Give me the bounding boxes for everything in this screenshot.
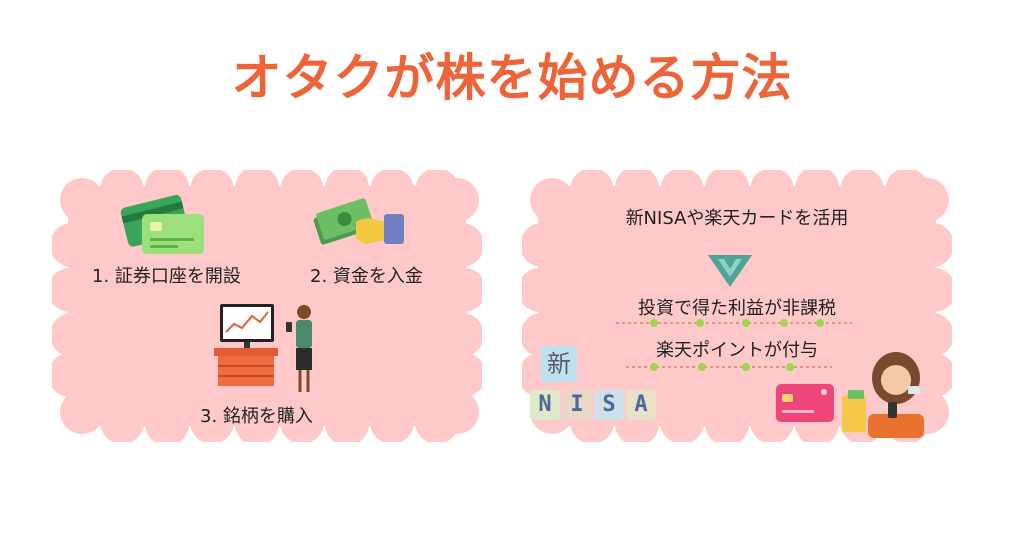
nisa-letter: I: [562, 390, 592, 420]
nisa-panel: [522, 170, 952, 442]
benefit-1: 投資で得た利益が非課税: [638, 298, 836, 319]
dotted-divider: [626, 363, 832, 371]
trader-desk-icon: [214, 304, 312, 392]
credit-cards-icon: [120, 194, 204, 254]
dotted-divider: [616, 319, 852, 327]
step-1-label: 1. 証券口座を開設: [92, 266, 241, 287]
panel-background: [522, 170, 952, 442]
nisa-letter: S: [594, 390, 624, 420]
cash-hand-icon: [313, 198, 404, 245]
page-title: オタクが株を始める方法: [231, 49, 793, 107]
step-2-label: 2. 資金を入金: [310, 266, 423, 287]
nisa-new-kanji: 新: [541, 346, 577, 382]
nisa-letter: A: [626, 390, 656, 420]
woman-phone-illustration: [842, 352, 924, 438]
benefit-2: 楽天ポイントが付与: [656, 340, 818, 361]
step-3-label: 3. 銘柄を購入: [200, 406, 313, 427]
nisa-heading: 新NISAや楽天カードを活用: [625, 208, 849, 229]
nisa-letter: N: [530, 390, 560, 420]
credit-card-icon: [776, 384, 834, 422]
chevron-down-icon: [708, 255, 752, 287]
